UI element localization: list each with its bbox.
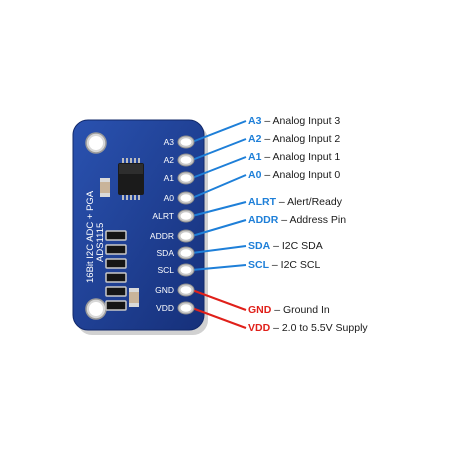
- pin-pad-scl: [177, 263, 195, 277]
- pin-label-alrt: ALRT: [152, 211, 174, 221]
- annotation-alrt: ALRT – Alert/Ready: [248, 195, 342, 209]
- pin-label-scl: SCL: [157, 265, 174, 275]
- wire-sda: [191, 245, 247, 254]
- pin-pad-a2: [177, 153, 195, 167]
- pin-pad-sda: [177, 246, 195, 260]
- wire-addr: [191, 219, 247, 237]
- pin-pad-alrt: [177, 209, 195, 223]
- pin-pad-gnd: [177, 283, 195, 297]
- annotation-pin-name: GND: [248, 304, 272, 316]
- pin-label-a3: A3: [164, 137, 175, 147]
- annotation-pin-name: A3: [248, 115, 262, 127]
- wire-a1: [191, 156, 247, 179]
- smd-capacitor-bottom: [129, 288, 139, 307]
- annotation-a0: A0 – Analog Input 0: [248, 168, 340, 182]
- annotation-description: – Analog Input 1: [261, 151, 341, 163]
- annotation-a2: A2 – Analog Input 2: [248, 132, 340, 146]
- pin-label-vdd: VDD: [156, 303, 174, 313]
- adc-chip: [118, 158, 144, 200]
- pin-label-addr: ADDR: [150, 231, 174, 241]
- pin-pad-a1: [177, 171, 195, 185]
- annotation-vdd: VDD – 2.0 to 5.5V Supply: [248, 321, 368, 335]
- wire-alrt: [191, 201, 247, 217]
- pin-pad-addr: [177, 229, 195, 243]
- annotation-gnd: GND – Ground In: [248, 303, 330, 317]
- annotation-description: – Analog Input 2: [261, 133, 341, 145]
- annotation-pin-name: SDA: [248, 240, 271, 252]
- annotation-description: – 2.0 to 5.5V Supply: [270, 322, 368, 334]
- pin-label-a2: A2: [164, 155, 175, 165]
- annotation-description: – Analog Input 3: [261, 115, 341, 127]
- resistor-column: [105, 230, 127, 311]
- annotation-description: – I2C SDA: [270, 240, 323, 252]
- annotation-pin-name: ALRT: [248, 196, 276, 208]
- pin-label-sda: SDA: [157, 248, 175, 258]
- wire-a3: [191, 120, 247, 143]
- annotation-description: – Alert/Ready: [276, 196, 342, 208]
- annotation-description: – Analog Input 0: [261, 169, 341, 181]
- annotation-sda: SDA – I2C SDA: [248, 239, 323, 253]
- smd-capacitor-top: [100, 178, 110, 197]
- wire-a0: [191, 174, 247, 199]
- annotation-pin-name: SCL: [248, 259, 269, 271]
- annotation-pin-name: A1: [248, 151, 262, 163]
- pin-pad-vdd: [177, 301, 195, 315]
- pin-pad-a3: [177, 135, 195, 149]
- annotation-a1: A1 – Analog Input 1: [248, 150, 340, 164]
- pin-label-gnd: GND: [155, 285, 174, 295]
- mounting-hole-bottom: [85, 298, 107, 320]
- wire-scl: [191, 264, 247, 271]
- silkscreen-title: 16Bit I2C ADC + PGA: [85, 190, 96, 283]
- pin-label-a1: A1: [164, 173, 175, 183]
- pin-label-a0: A0: [164, 193, 175, 203]
- wire-a2: [191, 138, 247, 161]
- wire-vdd: [191, 307, 247, 329]
- annotation-pin-name: A0: [248, 169, 262, 181]
- annotation-description: – Address Pin: [278, 214, 347, 226]
- annotation-pin-name: VDD: [248, 322, 271, 334]
- annotation-description: – Ground In: [271, 304, 330, 316]
- silkscreen-part-number: ADS1115: [95, 223, 106, 262]
- wire-gnd: [191, 289, 247, 311]
- annotation-a3: A3 – Analog Input 3: [248, 114, 340, 128]
- annotation-scl: SCL – I2C SCL: [248, 258, 320, 272]
- annotation-description: – I2C SCL: [269, 259, 321, 271]
- mounting-hole-top: [85, 132, 107, 154]
- pin-pad-a0: [177, 191, 195, 205]
- annotation-pin-name: A2: [248, 133, 262, 145]
- annotation-addr: ADDR – Address Pin: [248, 213, 346, 227]
- annotation-pin-name: ADDR: [248, 214, 279, 226]
